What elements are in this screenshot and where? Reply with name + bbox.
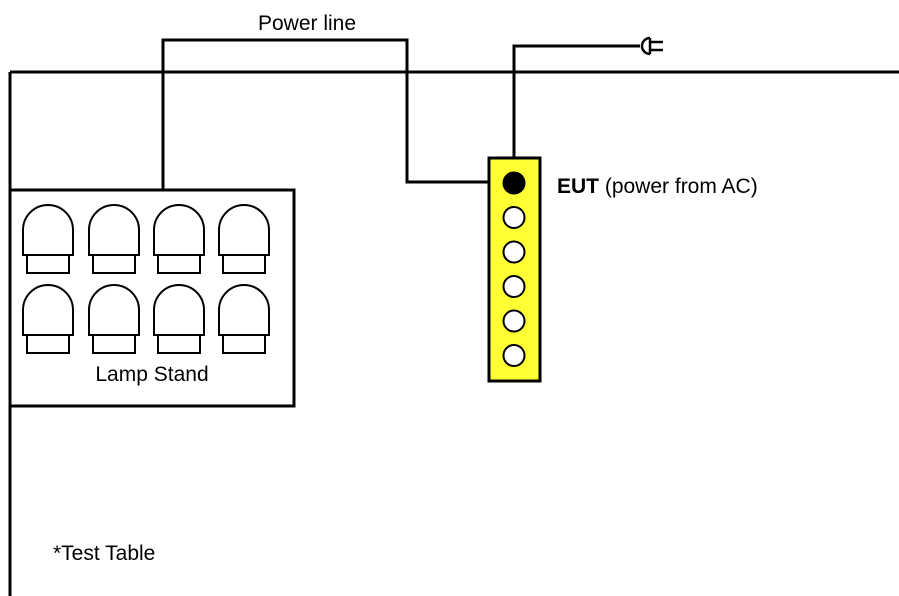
eut-label-rest: (power from AC): [599, 175, 758, 198]
lamp-bulb-icon: [22, 284, 74, 354]
outlet-used: [502, 171, 526, 195]
lamp-stand-label: Lamp Stand: [95, 363, 208, 386]
lamp-bulb-icon: [153, 204, 205, 274]
lamp-bulb-icon: [88, 284, 140, 354]
outlet-empty: [502, 344, 526, 367]
lamp-bulb-icon: [88, 204, 140, 274]
power-strip-body: [487, 156, 542, 383]
outlet-empty: [502, 309, 526, 333]
lamp-bulb-icon: [218, 204, 270, 274]
outlet-empty: [502, 206, 526, 229]
plug-icon: [640, 36, 663, 56]
lamp-bulb-icon: [22, 204, 74, 274]
outlet-empty: [502, 240, 526, 264]
test-table-label: *Test Table: [53, 542, 155, 565]
power-line-label: Power line: [258, 12, 356, 35]
eut-label: EUT (power from AC): [557, 175, 758, 198]
mains-cord: [512, 44, 640, 160]
eut-label-bold: EUT: [557, 175, 599, 198]
power-line-wire: [161, 38, 512, 190]
power-strip: [487, 156, 542, 383]
lamp-array: [22, 204, 270, 354]
lamp-bulb-icon: [218, 284, 270, 354]
lamp-bulb-icon: [153, 284, 205, 354]
outlet-empty: [502, 275, 526, 298]
